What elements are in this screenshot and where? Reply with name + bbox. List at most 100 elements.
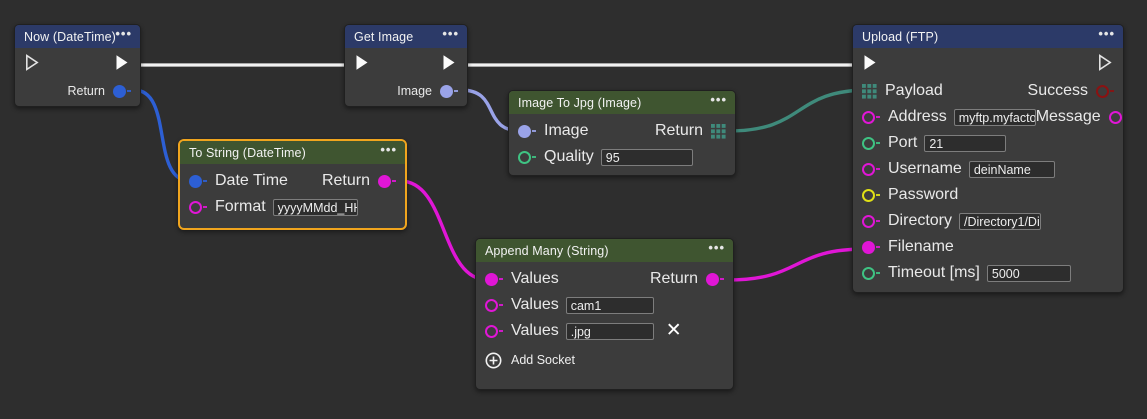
- address-input[interactable]: myftp.myfactory.de: [953, 108, 1036, 126]
- add-socket-button[interactable]: Add Socket: [476, 346, 733, 374]
- socket-dot[interactable]: [1108, 110, 1122, 124]
- socket-label-values: Values: [511, 296, 559, 313]
- socket-filled[interactable]: [485, 272, 503, 286]
- format-input[interactable]: yyyyMMdd_HH: [272, 198, 358, 216]
- socket-buffer[interactable]: [711, 123, 726, 139]
- socket-hollow[interactable]: [862, 266, 880, 280]
- socket-label-payload: Payload: [885, 82, 943, 99]
- socket-filled[interactable]: [113, 84, 131, 98]
- socket-dot[interactable]: [862, 136, 875, 150]
- node-header-now[interactable]: Now (DateTime)•••: [15, 25, 140, 48]
- socket-dot[interactable]: [862, 110, 875, 124]
- node-menu-button[interactable]: •••: [380, 141, 397, 157]
- remove-socket-button[interactable]: ✕: [665, 320, 682, 341]
- node-header-upload-ftp[interactable]: Upload (FTP)•••: [853, 25, 1123, 48]
- socket-filled[interactable]: [189, 174, 207, 188]
- socket-nub: [499, 278, 503, 280]
- socket-dot[interactable]: [862, 266, 875, 280]
- socket-label-image: Image: [544, 122, 589, 139]
- socket-buffer[interactable]: [862, 83, 877, 99]
- socket-hollow[interactable]: [862, 188, 880, 202]
- socket-nub: [499, 330, 503, 332]
- socket-dot[interactable]: [1096, 84, 1109, 98]
- socket-hollow[interactable]: [1108, 110, 1123, 124]
- socket-dot[interactable]: [862, 240, 875, 254]
- values-input[interactable]: .jpg: [565, 322, 654, 340]
- node-menu-button[interactable]: •••: [710, 91, 727, 107]
- socket-dot[interactable]: [518, 124, 531, 138]
- socket-nub: [876, 246, 880, 248]
- node-now[interactable]: Now (DateTime)•••Return: [14, 24, 141, 107]
- socket-dot[interactable]: [189, 200, 202, 214]
- socket-hollow[interactable]: [518, 150, 536, 164]
- socket-hollow[interactable]: [485, 324, 503, 338]
- node-menu-button[interactable]: •••: [115, 25, 132, 41]
- socket-filled[interactable]: [378, 174, 396, 188]
- wire-appendmany-return-to-upload-filename[interactable]: [726, 247, 867, 282]
- quality-input[interactable]: 95: [600, 148, 693, 166]
- timeout-ms-input[interactable]: 5000: [986, 264, 1071, 282]
- username-input[interactable]: deinName: [968, 160, 1055, 178]
- io-row: Quality 95: [509, 144, 735, 170]
- node-title: Image To Jpg (Image): [518, 95, 642, 110]
- socket-dot[interactable]: [113, 84, 126, 98]
- socket-filled[interactable]: [518, 124, 536, 138]
- socket-dot[interactable]: [440, 84, 453, 98]
- socket-dot[interactable]: [862, 162, 875, 176]
- socket-label-success: Success: [1027, 82, 1088, 99]
- io-row: Password: [853, 182, 1123, 208]
- socket-hollow[interactable]: [189, 200, 207, 214]
- socket-filled[interactable]: [440, 84, 458, 98]
- io-row-left: Values cam1: [485, 296, 654, 314]
- socket-dot[interactable]: [485, 298, 498, 312]
- port-input[interactable]: 21: [924, 134, 1007, 152]
- exec-out-icon[interactable]: [442, 54, 457, 76]
- exec-in-icon[interactable]: [863, 54, 878, 76]
- socket-dot[interactable]: [862, 214, 875, 228]
- node-header-get-image[interactable]: Get Image•••: [345, 25, 467, 48]
- wire-imagetojpg-return-to-upload-payload[interactable]: [728, 88, 870, 133]
- io-row-left: Timeout [ms]5000: [862, 264, 1071, 282]
- node-title: Append Many (String): [485, 243, 609, 258]
- socket-dot[interactable]: [189, 174, 202, 188]
- socket-dot[interactable]: [378, 174, 391, 188]
- socket-label-values: Values: [511, 270, 559, 287]
- exec-row: [345, 52, 467, 78]
- socket-dot[interactable]: [485, 272, 498, 286]
- node-menu-button[interactable]: •••: [442, 25, 459, 41]
- directory-input[interactable]: /Directory1/Dir2: [959, 212, 1042, 230]
- socket-dot[interactable]: [862, 188, 875, 202]
- socket-hollow[interactable]: [862, 214, 880, 228]
- node-get-image[interactable]: Get Image•••Image: [344, 24, 468, 107]
- socket-hollow[interactable]: [485, 298, 503, 312]
- socket-hollow[interactable]: [862, 162, 880, 176]
- socket-dot[interactable]: [518, 150, 531, 164]
- exec-in-icon[interactable]: [25, 54, 40, 76]
- socket-dot[interactable]: [706, 272, 719, 286]
- socket-hollow[interactable]: [862, 136, 880, 150]
- values-input[interactable]: cam1: [565, 296, 654, 314]
- exec-out-icon[interactable]: [115, 54, 130, 76]
- node-title: To String (DateTime): [189, 145, 306, 160]
- node-menu-button[interactable]: •••: [1098, 25, 1115, 41]
- socket-label-quality: Quality: [544, 148, 594, 165]
- socket-filled[interactable]: [706, 272, 724, 286]
- socket-filled[interactable]: [862, 240, 880, 254]
- io-row-left: Password: [862, 186, 958, 204]
- exec-out-icon[interactable]: [1098, 54, 1113, 76]
- socket-dot[interactable]: [485, 324, 498, 338]
- node-header-to-string[interactable]: To String (DateTime) •••: [180, 141, 405, 164]
- node-header-append-many[interactable]: Append Many (String) •••: [476, 239, 733, 262]
- socket-hollow[interactable]: [862, 110, 880, 124]
- socket-hollow[interactable]: [1096, 84, 1114, 98]
- node-header-image-to-jpg[interactable]: Image To Jpg (Image) •••: [509, 91, 735, 114]
- node-menu-button[interactable]: •••: [708, 239, 725, 255]
- exec-in-icon[interactable]: [355, 54, 370, 76]
